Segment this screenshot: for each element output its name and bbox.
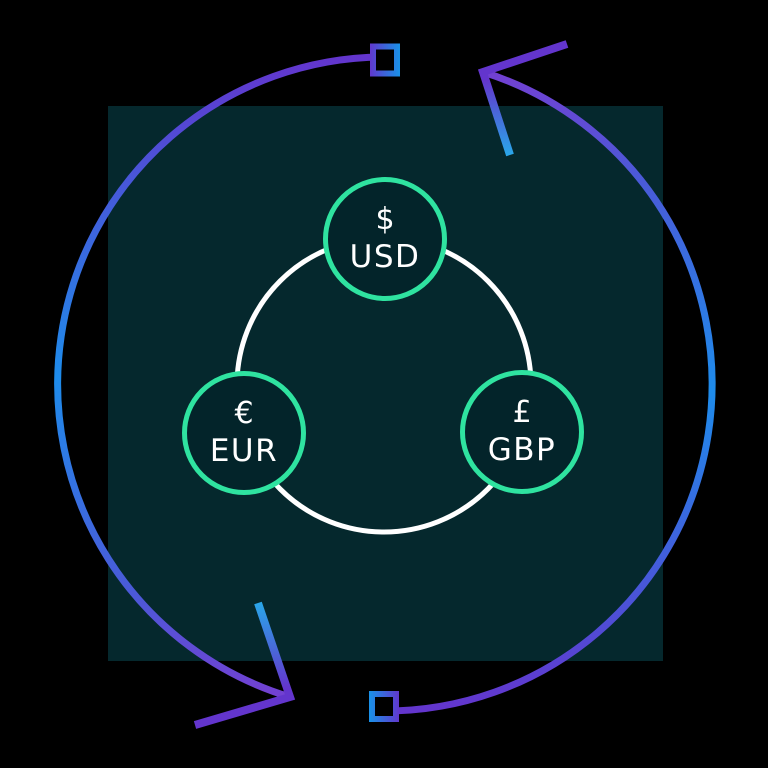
usd-circle-outline xyxy=(323,177,447,301)
currency-node-gbp: £ GBP xyxy=(460,370,584,494)
cycle-arc-right xyxy=(383,68,716,715)
currency-node-usd: $ USD xyxy=(323,177,447,301)
connector-square-top xyxy=(370,43,400,77)
arrowhead-bottom-left-icon xyxy=(193,601,296,729)
gbp-symbol: £ xyxy=(512,395,531,430)
usd-code-label: USD xyxy=(350,239,421,275)
gbp-circle-outline xyxy=(460,370,584,494)
gbp-code-label: GBP xyxy=(488,432,556,468)
usd-symbol: $ xyxy=(375,202,394,237)
eur-circle-outline xyxy=(182,371,306,495)
arrowhead-top-right-icon xyxy=(477,40,569,157)
eur-code-label: EUR xyxy=(210,433,278,469)
eur-symbol: € xyxy=(234,396,253,431)
currency-node-eur: € EUR xyxy=(182,371,306,495)
cycle-arc-left xyxy=(54,53,385,701)
connector-square-bottom xyxy=(369,691,399,722)
